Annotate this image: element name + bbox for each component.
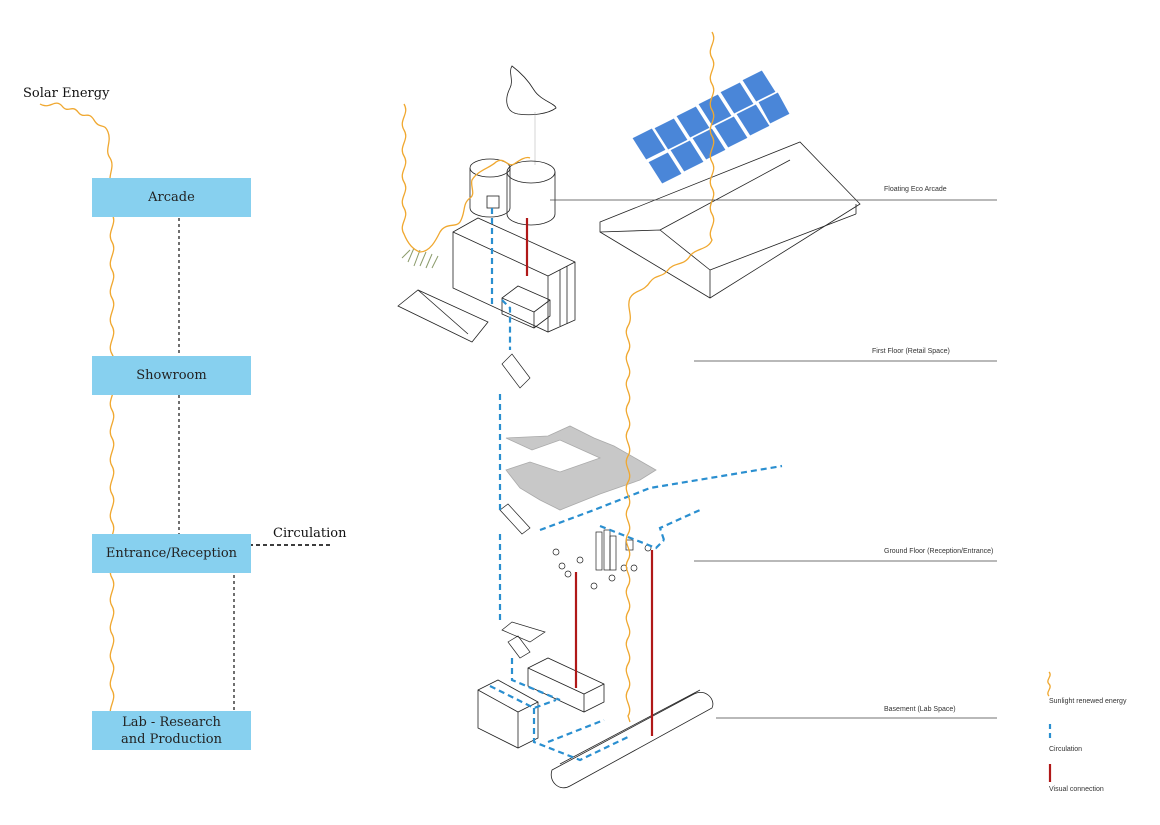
first-floor-plate: [505, 425, 657, 511]
sunlight-waves: [401, 31, 715, 723]
grass-patch: [401, 247, 439, 269]
sculpture-blob: [506, 65, 557, 116]
floor-label-basement: Basement (Lab Space): [884, 706, 956, 713]
circulation-lines: [489, 208, 783, 762]
circulation-label: Circulation: [273, 526, 347, 541]
legend-sunlight-label: Sunlight renewed energy: [1049, 698, 1127, 705]
solar-energy-label: Solar Energy: [23, 86, 110, 101]
solar-panels: [631, 69, 791, 185]
visual-connection-lines: [525, 218, 654, 736]
legend-circulation-label: Circulation: [1049, 746, 1083, 753]
entrance-reception-box: Entrance/Reception: [92, 534, 251, 573]
showroom-box: Showroom: [92, 356, 251, 395]
lab-box: Lab - Research and Production: [92, 711, 251, 750]
stairs: [499, 353, 546, 659]
legend-sunlight-icon: [1047, 671, 1051, 697]
floor-label-eco-arcade: Floating Eco Arcade: [884, 186, 947, 193]
basement-tunnel: [550, 692, 714, 789]
legend-visual-label: Visual connection: [1049, 786, 1104, 793]
arcade-box: Arcade: [92, 178, 251, 217]
arcade-roof: [599, 141, 861, 299]
floor-label-first-floor: First Floor (Retail Space): [872, 348, 950, 355]
floor-label-ground-floor: Ground Floor (Reception/Entrance): [884, 548, 994, 555]
